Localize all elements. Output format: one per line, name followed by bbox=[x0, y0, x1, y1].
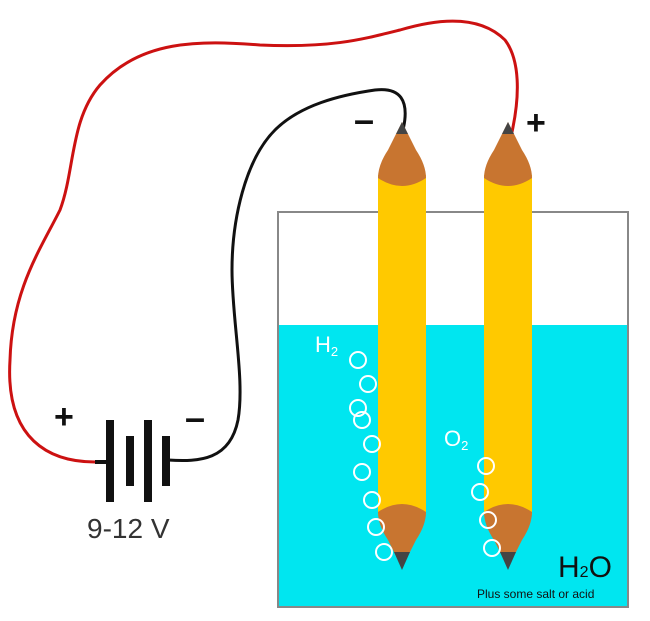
bubble bbox=[349, 399, 367, 417]
bubble bbox=[483, 539, 501, 557]
battery-negative-sign: – bbox=[185, 397, 205, 438]
negative-wire bbox=[166, 88, 407, 462]
bubble bbox=[471, 483, 489, 501]
battery-plate-2 bbox=[126, 436, 134, 486]
battery-plate-3 bbox=[144, 420, 152, 502]
solution-note: Plus some salt or acid bbox=[477, 587, 594, 601]
anode-pencil-body bbox=[484, 175, 532, 515]
battery bbox=[95, 420, 170, 502]
bubble bbox=[479, 511, 497, 529]
hydrogen-label: H2 bbox=[315, 332, 338, 359]
oxygen-bubbles bbox=[471, 457, 501, 557]
cathode-pencil bbox=[378, 122, 426, 570]
battery-positive-sign: + bbox=[54, 398, 74, 436]
bubble bbox=[477, 457, 495, 475]
anode-sign: + bbox=[526, 104, 546, 142]
battery-plate-1 bbox=[106, 420, 114, 502]
bubble bbox=[353, 411, 371, 429]
cathode-pencil-bottom-graphite bbox=[394, 552, 410, 570]
bubble bbox=[367, 518, 385, 536]
cathode-pencil-top-graphite bbox=[396, 122, 408, 134]
cathode-sign: – bbox=[354, 99, 374, 140]
water-formula: H2O bbox=[558, 551, 612, 584]
cathode-pencil-bottom-tip bbox=[378, 504, 426, 568]
anode-pencil bbox=[484, 122, 532, 570]
bubble bbox=[363, 435, 381, 453]
water bbox=[278, 325, 628, 607]
bubble bbox=[353, 463, 371, 481]
cathode-pencil-body bbox=[378, 175, 426, 515]
container bbox=[277, 211, 629, 608]
anode-pencil-top-tip bbox=[484, 122, 532, 186]
hydrogen-bubbles bbox=[349, 351, 393, 561]
bubble bbox=[375, 543, 393, 561]
battery-plate-4 bbox=[162, 436, 170, 486]
positive-wire bbox=[8, 19, 519, 464]
anode-pencil-top-graphite bbox=[502, 122, 514, 134]
battery-voltage-label: 9-12 V bbox=[87, 513, 170, 544]
bubble bbox=[363, 491, 381, 509]
anode-pencil-bottom-graphite bbox=[500, 552, 516, 570]
bubble bbox=[349, 351, 367, 369]
cathode-pencil-top-tip bbox=[378, 122, 426, 186]
bubble bbox=[359, 375, 377, 393]
oxygen-label: O2 bbox=[444, 426, 468, 453]
